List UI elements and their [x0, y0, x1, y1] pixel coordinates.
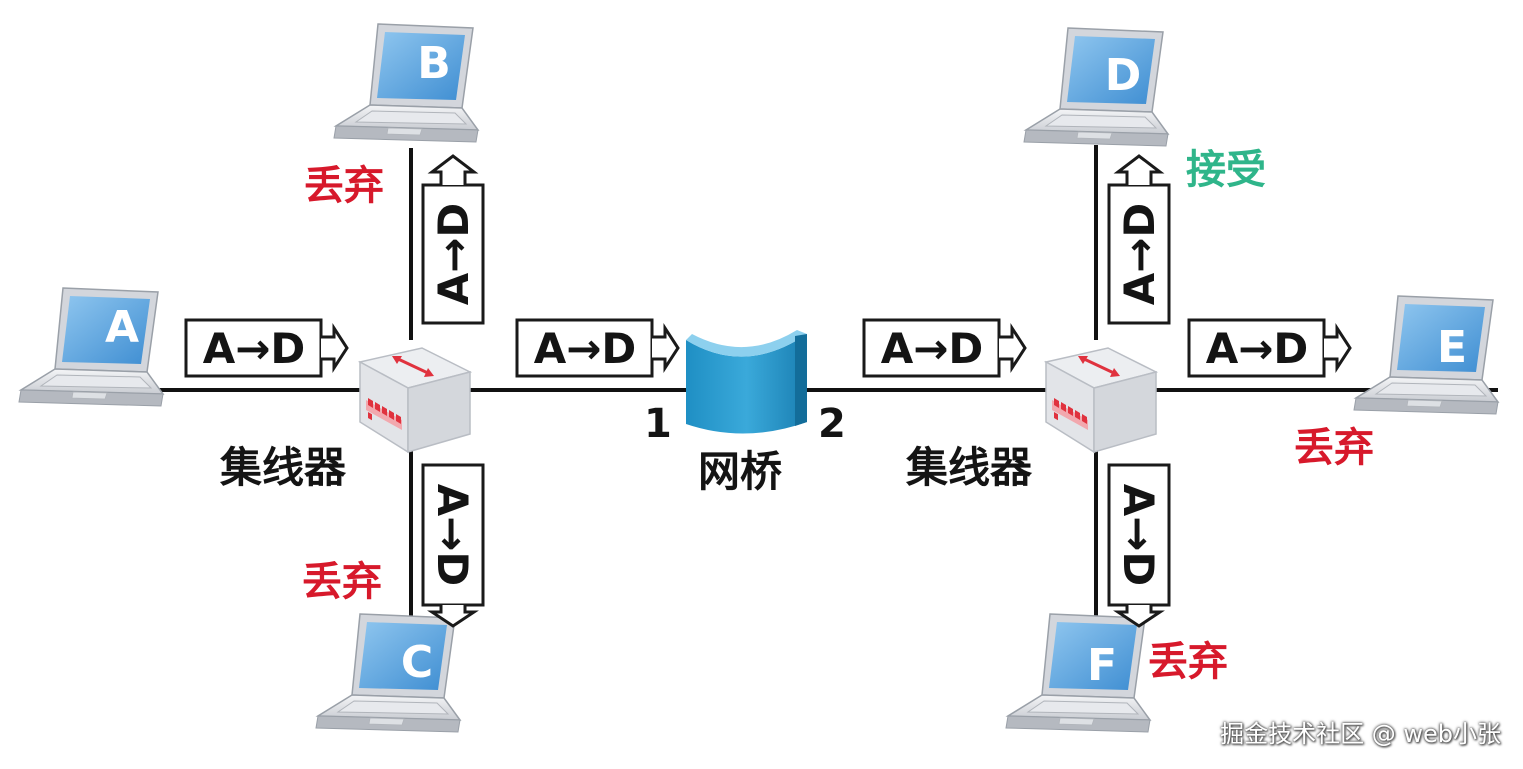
laptop-b-icon [333, 23, 479, 143]
status-f-discard: 丢弃 [1148, 639, 1228, 685]
hub-left-label: 集线器 [220, 443, 347, 492]
computer-c-letter: C [401, 637, 433, 688]
status-d-accept: 接受 [1186, 147, 1266, 193]
computer-a: A [18, 287, 164, 407]
frame-label: A→D [428, 484, 477, 587]
frame-a-to-hub1: A→D [184, 318, 349, 378]
hub-left-icon [358, 346, 472, 454]
hub-right-icon [1044, 346, 1158, 454]
bridge-icon [686, 330, 807, 434]
frame-label: A→D [1115, 203, 1164, 306]
computer-a-letter: A [105, 302, 139, 353]
status-b-discard: 丢弃 [304, 163, 384, 209]
laptop-e-icon [1353, 295, 1499, 415]
computer-f-letter: F [1087, 640, 1117, 691]
computer-c: C [315, 613, 461, 733]
hub-right-label: 集线器 [906, 443, 1033, 492]
frame-bridge-to-hub2: A→D [862, 318, 1027, 378]
bridge-label: 网桥 [698, 447, 783, 496]
frame-label: A→D [1114, 484, 1163, 587]
frame-hub1-to-c: A→D [421, 463, 485, 628]
status-c-discard: 丢弃 [302, 559, 382, 605]
status-e-discard: 丢弃 [1294, 425, 1374, 471]
bridge-port-1: 1 [644, 401, 672, 447]
frame-label: A→D [534, 324, 637, 373]
laptop-f-icon [1005, 613, 1151, 733]
computer-d: D [1023, 27, 1169, 147]
frame-hub1-to-bridge: A→D [515, 318, 680, 378]
frame-hub2-to-e: A→D [1187, 318, 1352, 378]
computer-e-letter: E [1437, 322, 1467, 373]
laptop-a-icon [18, 287, 164, 407]
computer-b: B [333, 23, 479, 143]
frame-hub1-to-b: A→D [421, 154, 485, 325]
bridge-port-2: 2 [818, 401, 846, 447]
computer-f: F [1005, 613, 1151, 733]
computer-e: E [1353, 295, 1499, 415]
frame-hub2-to-f: A→D [1107, 463, 1171, 628]
watermark: 掘金技术社区 @ web小张 [1220, 720, 1501, 748]
frame-label: A→D [203, 324, 306, 373]
laptop-d-icon [1023, 27, 1169, 147]
computer-b-letter: B [417, 38, 451, 89]
frame-label: A→D [1206, 324, 1309, 373]
frame-label: A→D [881, 324, 984, 373]
frame-hub2-to-d: A→D [1107, 154, 1171, 325]
computer-d-letter: D [1105, 50, 1142, 101]
frame-label: A→D [429, 203, 478, 306]
laptop-c-icon [315, 613, 461, 733]
